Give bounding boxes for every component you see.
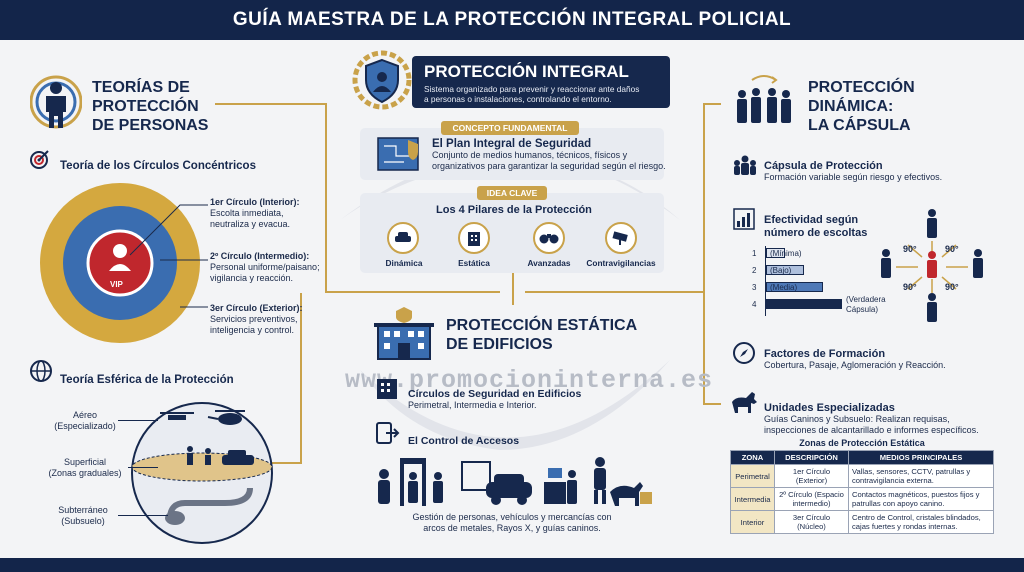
- bar-chart-icon: [732, 207, 756, 236]
- eff-bar: [766, 248, 785, 258]
- connector: [300, 293, 302, 463]
- eff-bar-number: 4: [752, 300, 757, 309]
- units-text: Unidades Especializadas Guías Caninos y …: [764, 402, 979, 435]
- building-icon: [458, 222, 490, 254]
- circle-1-text: 1er Círculo (Interior): Escolta inmediat…: [210, 197, 300, 229]
- building-large-icon: [372, 305, 434, 366]
- circle-leader-lines: [129, 204, 208, 308]
- circle-3-text: 3er Círculo (Exterior): Servicios preven…: [210, 303, 303, 335]
- plan-text: El Plan Integral de Seguridad Conjunto d…: [432, 138, 666, 171]
- table-row: Interior 3er Círculo (Núcleo) Centro de …: [730, 510, 994, 534]
- table-title: Zonas de Protección Estática: [799, 438, 925, 448]
- concentric-circles-diagram: [40, 183, 200, 343]
- connector: [703, 403, 721, 405]
- circle-2-text: 2º Círculo (Intermedio): Personal unifor…: [210, 251, 320, 283]
- pillar-avanzadas: Avanzadas: [527, 258, 571, 268]
- vip-label: VIP: [110, 280, 123, 289]
- watermark: www.promocioninterna.es: [345, 366, 714, 395]
- table-row: Perimetral 1er Círculo (Exterior) Vallas…: [730, 464, 994, 488]
- eff-bar-number: 2: [752, 266, 757, 275]
- eff-bar: [766, 265, 804, 275]
- factors-text: Factores de Formación Cobertura, Pasaje,…: [764, 348, 946, 370]
- pillar-estatica: Estática: [458, 258, 490, 268]
- left-heading: TEORÍAS DE PROTECCIÓN DE PERSONAS: [92, 79, 209, 134]
- connector: [325, 103, 327, 293]
- table-row: Intermedia 2º Círculo (Espacio intermedi…: [730, 487, 994, 511]
- concentric-title: Teoría de los Círculos Concéntricos: [60, 160, 256, 172]
- zones-table: ZONA DESCRIPCIÓN MEDIOS PRINCIPALES Peri…: [730, 450, 994, 534]
- integral-protection-desc: Sistema organizado para prevenir y reacc…: [424, 84, 640, 104]
- integral-protection-title: PROTECCIÓN INTEGRAL: [424, 62, 629, 81]
- globe-icon: [30, 360, 52, 387]
- eff-bar-label: (Bajo): [770, 266, 792, 275]
- eff-bar-label: (Media): [770, 283, 798, 292]
- pillar-dinamica: Dinámica: [385, 258, 423, 268]
- spherical-title: Teoría Esférica de la Protección: [60, 374, 234, 386]
- car-icon: [387, 222, 419, 254]
- chart-axis: [765, 246, 766, 316]
- connector: [703, 103, 721, 105]
- sphere-diagram: [131, 402, 273, 544]
- angle-top-right: 90°: [945, 244, 959, 254]
- concept-pill: CONCEPTO FUNDAMENTAL: [441, 121, 579, 135]
- eff-bar: [766, 299, 842, 309]
- pillar-contravigilancias: Contravigilancias: [586, 258, 656, 268]
- building-small-icon: [374, 374, 400, 405]
- bottom-bar: [0, 558, 1024, 572]
- binoculars-icon: [533, 222, 565, 254]
- idea-pill: IDEA CLAVE: [477, 186, 547, 200]
- layer-subterraneo: Subterráneo(Subsuelo): [58, 505, 108, 526]
- title-bar: GUÍA MAESTRA DE LA PROTECCIÓN INTEGRAL P…: [0, 0, 1024, 40]
- shield-gear-icon: [352, 50, 412, 115]
- eff-bar-number: 1: [752, 249, 757, 258]
- connector: [215, 103, 325, 105]
- static-heading: PROTECCIÓN ESTÁTICA DE EDIFICIOS: [446, 317, 638, 353]
- integral-protection-banner: PROTECCIÓN INTEGRAL Sistema organizado p…: [412, 56, 670, 108]
- blueprint-icon: [374, 134, 424, 179]
- access-control-illustration: [378, 457, 652, 506]
- page-title: GUÍA MAESTRA DE LA PROTECCIÓN INTEGRAL P…: [232, 9, 792, 30]
- table-header-zona: ZONA: [730, 450, 775, 465]
- group-icon: [732, 154, 758, 181]
- target-icon: [30, 149, 50, 174]
- angle-bottom-right: 90°: [945, 282, 959, 292]
- eff-bar-label: (Verdadera Cápsula): [846, 295, 886, 314]
- access-card-icon: [374, 420, 400, 451]
- table-header-medios: MEDIOS PRINCIPALES: [848, 450, 994, 465]
- dog-icon: [728, 388, 760, 419]
- capsule-text: Cápsula de Protección Formación variable…: [764, 160, 943, 182]
- right-heading: PROTECCIÓN DINÁMICA: LA CÁPSULA: [808, 79, 915, 134]
- capsule-formation-diagram: [881, 209, 983, 322]
- eff-bar-label: (Mínima): [770, 249, 802, 258]
- connector: [512, 270, 514, 305]
- layer-aereo: Aéreo(Especializado): [54, 410, 116, 431]
- team-icon: [732, 74, 796, 135]
- layer-superficial: Superficial(Zonas graduales): [48, 457, 122, 478]
- effectiveness-chart: 1 (Mínima) 2 (Bajo) 3 (Media) 4 (Verdadera Cáps…: [752, 248, 886, 316]
- effectiveness-title: Efectividad según número de escoltas: [764, 214, 868, 239]
- connector: [525, 291, 705, 293]
- angle-top-left: 90°: [903, 244, 917, 254]
- compass-icon: [732, 341, 756, 370]
- connector: [325, 291, 500, 293]
- angle-bottom-left: 90°: [903, 282, 917, 292]
- eff-bar-number: 3: [752, 283, 757, 292]
- access-title: El Control de Accesos: [408, 435, 520, 447]
- pillars-title: Los 4 Pilares de la Protección: [436, 204, 592, 216]
- circles-building-text: Círculos de Seguridad en Edificios Perim…: [408, 388, 582, 410]
- camera-icon: [605, 222, 637, 254]
- eff-bar: [766, 282, 823, 292]
- table-header-descripcion: DESCRIPCIÓN: [774, 450, 849, 465]
- person-target-icon: [29, 74, 83, 139]
- connector: [703, 103, 705, 403]
- access-desc: Gestión de personas, vehículos y mercanc…: [412, 512, 612, 533]
